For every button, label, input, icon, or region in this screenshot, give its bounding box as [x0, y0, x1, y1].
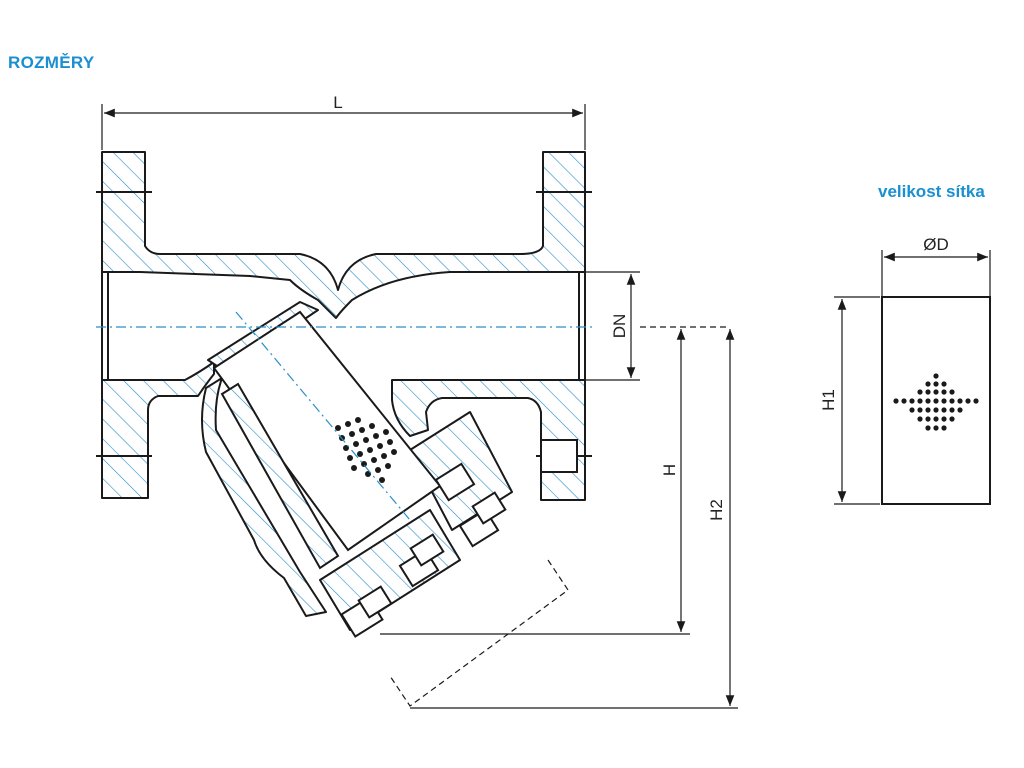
label-screen-diameter: ØD	[923, 235, 949, 254]
left-flange-top	[101, 151, 586, 319]
label-height: H	[660, 464, 679, 476]
left-flange-bottom	[101, 361, 215, 499]
screen-element-perforation	[893, 373, 979, 431]
strainer-screen	[212, 310, 442, 570]
label-screen-height: H1	[819, 389, 838, 411]
cover-bolts	[340, 462, 507, 638]
screen-housing-wall	[201, 377, 327, 617]
center-lines	[96, 311, 592, 521]
screen-size-heading: velikost sítka	[878, 182, 985, 201]
page-title: ROZMĚRY	[8, 53, 95, 72]
label-nominal-diameter: DN	[610, 314, 629, 339]
label-height-2: H2	[707, 499, 726, 521]
label-length: L	[333, 93, 342, 112]
